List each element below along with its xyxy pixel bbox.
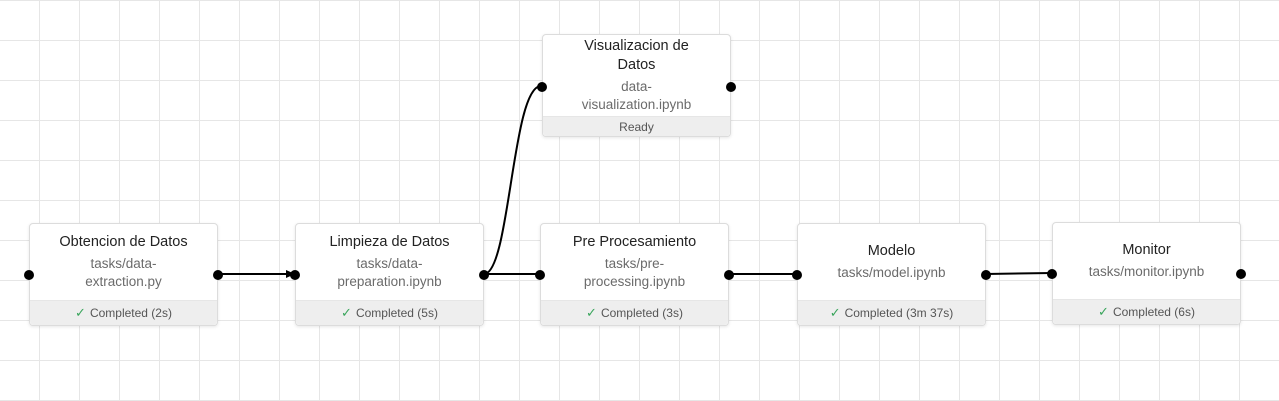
- node-status-text: Completed (6s): [1112, 305, 1195, 319]
- node-monitor[interactable]: Monitor tasks/monitor.ipynb ✓ Completed …: [1047, 222, 1246, 325]
- input-port[interactable]: [1047, 268, 1057, 279]
- node-title: Obtencion de Datos: [59, 234, 188, 250]
- node-status-text: Completed (3m 37s): [844, 306, 954, 320]
- node-filename: tasks/monitor.ipynb: [1088, 264, 1205, 279]
- input-port[interactable]: [537, 82, 547, 92]
- edge-limpieza-visualizacion[interactable]: [483, 85, 542, 275]
- node-title: Visualizacion de Datos: [584, 38, 689, 73]
- check-icon: ✓: [829, 305, 841, 320]
- node-pre-procesamiento[interactable]: Pre Procesamiento tasks/pre- processing.…: [535, 223, 734, 326]
- node-status-text: Ready: [619, 119, 654, 134]
- node-body: Limpieza de Datos tasks/data- preparatio…: [296, 224, 483, 300]
- node-status-bar: ✓ Completed (3s): [541, 300, 728, 325]
- node-title: Modelo: [867, 243, 916, 259]
- check-icon: ✓: [341, 305, 352, 320]
- node-filename: tasks/data- extraction.py: [85, 256, 162, 289]
- node-obtencion-de-datos[interactable]: Obtencion de Datos tasks/data- extractio…: [24, 223, 223, 326]
- node-filename: data- visualization.ipynb: [581, 79, 692, 112]
- node-status-text: Completed (2s): [89, 306, 172, 320]
- node-body: Obtencion de Datos tasks/data- extractio…: [30, 224, 217, 300]
- node-title: Monitor: [1122, 242, 1171, 258]
- node-visualizacion-de-datos[interactable]: Visualizacion de Datos data- visualizati…: [537, 34, 736, 137]
- check-icon: ✓: [75, 305, 86, 320]
- output-port[interactable]: [724, 269, 734, 280]
- node-body: Pre Procesamiento tasks/pre- processing.…: [541, 224, 728, 300]
- node-filename: tasks/pre- processing.ipynb: [583, 256, 686, 289]
- node-filename: tasks/data- preparation.ipynb: [337, 256, 442, 289]
- edge-modelo-monitor[interactable]: [985, 272, 1053, 275]
- node-status-bar: ✓ Completed (2s): [30, 300, 217, 325]
- output-port[interactable]: [726, 82, 736, 92]
- node-modelo[interactable]: Modelo tasks/model.ipynb ✓ Completed (3m…: [792, 223, 991, 326]
- node-body: Visualizacion de Datos data- visualizati…: [543, 35, 730, 116]
- check-icon: ✓: [1098, 304, 1109, 319]
- node-status-bar: ✓ Completed (5s): [296, 300, 483, 325]
- node-title: Pre Procesamiento: [572, 234, 697, 250]
- output-port[interactable]: [1236, 268, 1246, 279]
- node-status-bar: ✓ Completed (6s): [1053, 299, 1240, 324]
- output-port[interactable]: [981, 269, 991, 280]
- node-title: Limpieza de Datos: [329, 234, 450, 250]
- input-port[interactable]: [290, 269, 300, 280]
- node-filename: tasks/model.ipynb: [837, 265, 946, 280]
- check-icon: ✓: [586, 305, 597, 320]
- node-status-bar: Ready: [543, 116, 730, 136]
- node-status-text: Completed (5s): [355, 306, 438, 320]
- input-port[interactable]: [24, 269, 34, 280]
- node-body: Monitor tasks/monitor.ipynb: [1053, 223, 1240, 299]
- output-port[interactable]: [213, 269, 223, 280]
- input-port[interactable]: [535, 269, 545, 280]
- output-port[interactable]: [479, 269, 489, 280]
- input-port[interactable]: [792, 269, 802, 280]
- node-status-bar: ✓ Completed (3m 37s): [798, 300, 985, 325]
- node-limpieza-de-datos[interactable]: Limpieza de Datos tasks/data- preparatio…: [290, 223, 489, 326]
- node-body: Modelo tasks/model.ipynb: [798, 224, 985, 300]
- node-status-text: Completed (3s): [600, 306, 683, 320]
